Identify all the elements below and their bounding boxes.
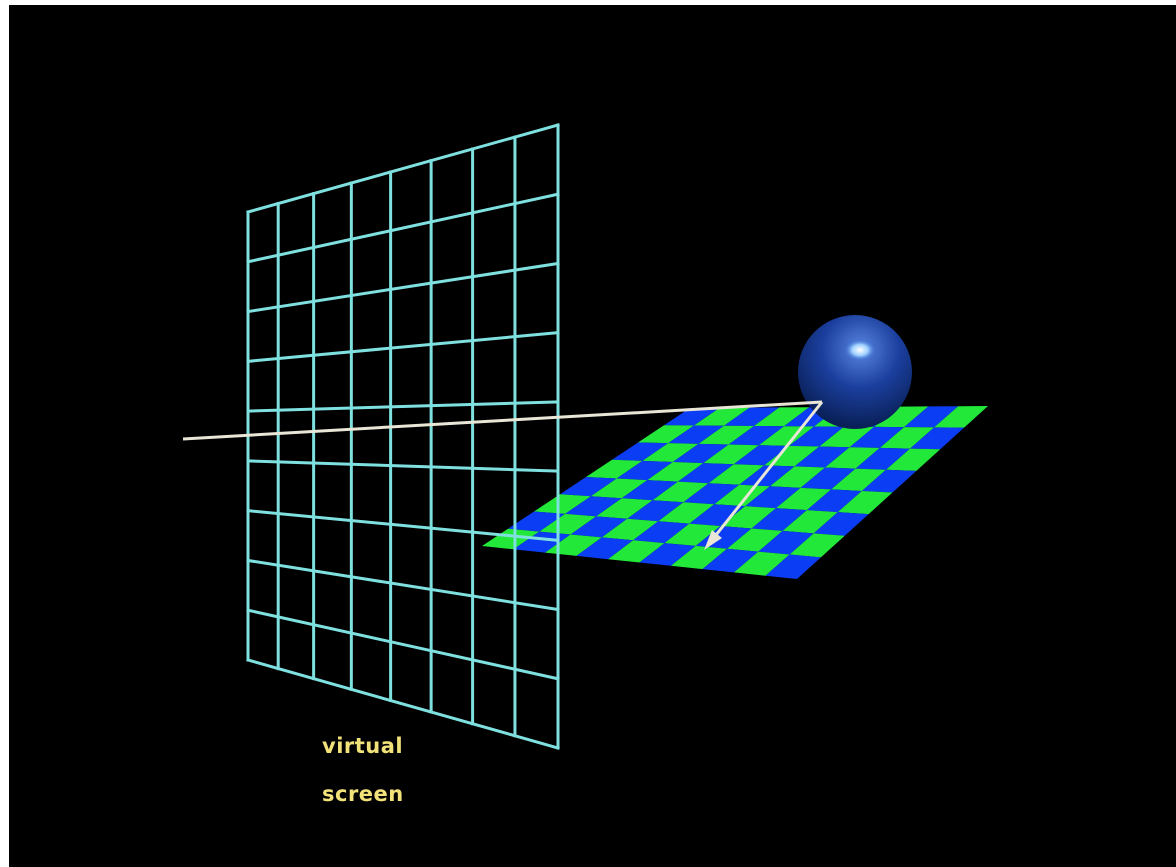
floor-tile xyxy=(627,500,684,522)
floor-tile xyxy=(576,537,634,560)
reflective-sphere xyxy=(798,315,912,429)
diagram-canvas xyxy=(9,5,1176,867)
floor-tile xyxy=(698,425,755,445)
floor-tile xyxy=(664,407,720,426)
floor-tile xyxy=(694,407,750,426)
floor-tile xyxy=(782,510,838,534)
screen-grid-row-line xyxy=(246,558,560,612)
screen-grid-row-line xyxy=(246,459,560,473)
floor-tile xyxy=(708,464,765,485)
floor-tile xyxy=(758,530,814,555)
floor-tile xyxy=(720,506,777,529)
screen-grid-row-line xyxy=(246,123,560,214)
floor-tile xyxy=(586,459,643,479)
floor-tile xyxy=(702,548,759,573)
screen-grid-row-line xyxy=(246,400,560,413)
light-rays xyxy=(182,400,824,550)
screen-grid-row-line xyxy=(246,658,560,750)
virtual-screen-grid xyxy=(246,123,560,750)
floor-tile xyxy=(794,446,850,468)
floor-tile xyxy=(621,480,678,501)
sphere-highlight xyxy=(844,339,876,361)
screen-grid-row-line xyxy=(246,192,560,264)
screen-grid-row-line xyxy=(246,608,560,681)
floor-tile xyxy=(642,443,699,462)
floor-tile xyxy=(728,425,785,446)
floor-tile xyxy=(668,425,725,444)
floor-tile xyxy=(647,461,704,482)
floor-tile xyxy=(683,483,740,505)
floor-tile xyxy=(910,427,965,450)
floor-tile xyxy=(714,484,770,507)
floor-tile xyxy=(825,447,880,469)
floor-tile xyxy=(565,496,622,517)
floor-tile xyxy=(672,443,729,464)
floor-tile xyxy=(745,486,801,509)
floor-tile xyxy=(734,551,790,576)
floor-tile xyxy=(570,516,628,538)
floor-tile xyxy=(658,502,715,524)
floor-tile xyxy=(513,531,571,553)
floor-tile xyxy=(754,407,810,427)
floor-tile xyxy=(849,426,905,448)
ray-arrowhead xyxy=(704,530,722,550)
floor-tile xyxy=(800,467,856,490)
screen-grid-row-line xyxy=(246,331,560,363)
screen-grid-row-line xyxy=(246,509,560,542)
sphere-body xyxy=(798,315,912,429)
floor-tile xyxy=(560,477,617,497)
floor-tile xyxy=(806,489,862,513)
floor-tile xyxy=(769,466,826,488)
floor-tile xyxy=(813,512,869,536)
floor-tile xyxy=(739,465,795,487)
floor-tile xyxy=(508,511,566,532)
floor-tile xyxy=(703,444,759,465)
floor-tile xyxy=(727,528,783,552)
floor-tile xyxy=(616,460,673,481)
floor-tile xyxy=(612,442,669,461)
floor-tile xyxy=(874,406,929,428)
floor-tile xyxy=(837,490,893,515)
checkerboard-floor xyxy=(482,406,988,579)
floor-tile xyxy=(819,426,875,448)
floor-tile xyxy=(534,494,591,514)
floor-tile xyxy=(934,406,988,428)
floor-tile xyxy=(724,407,780,426)
floor-tile xyxy=(671,545,728,570)
floor-tile xyxy=(831,468,886,491)
floor-tile xyxy=(601,518,659,541)
floor-tile xyxy=(904,406,959,428)
eye-ray xyxy=(182,400,823,441)
floor-tile xyxy=(689,504,746,527)
floor-tile xyxy=(596,498,653,519)
floor-tile xyxy=(652,481,709,503)
floor-tile xyxy=(677,463,734,484)
floor-tile xyxy=(764,445,820,467)
floor-tile xyxy=(751,508,807,531)
floor-tile xyxy=(664,523,721,546)
floor-tile xyxy=(608,540,665,563)
floor-tile xyxy=(482,528,540,550)
floor-tile xyxy=(776,487,832,511)
floor-tile xyxy=(885,448,941,471)
screen-grid-row-line xyxy=(246,261,560,314)
floor-tile xyxy=(633,521,690,544)
floor-tile xyxy=(639,543,696,566)
floor-tile xyxy=(789,533,845,558)
floor-tile xyxy=(590,478,648,499)
floor-tile xyxy=(879,427,935,449)
caption-screen: screen xyxy=(322,782,404,806)
floor-tile xyxy=(638,425,695,444)
caption-virtual: virtual xyxy=(322,734,404,758)
floor-tile xyxy=(539,513,597,535)
floor-tile xyxy=(765,554,821,579)
reflected-ray xyxy=(710,401,824,541)
floor-tile xyxy=(733,445,790,466)
floor-tile xyxy=(861,469,917,493)
floor-tile xyxy=(855,447,911,470)
floor-tile xyxy=(789,426,845,447)
